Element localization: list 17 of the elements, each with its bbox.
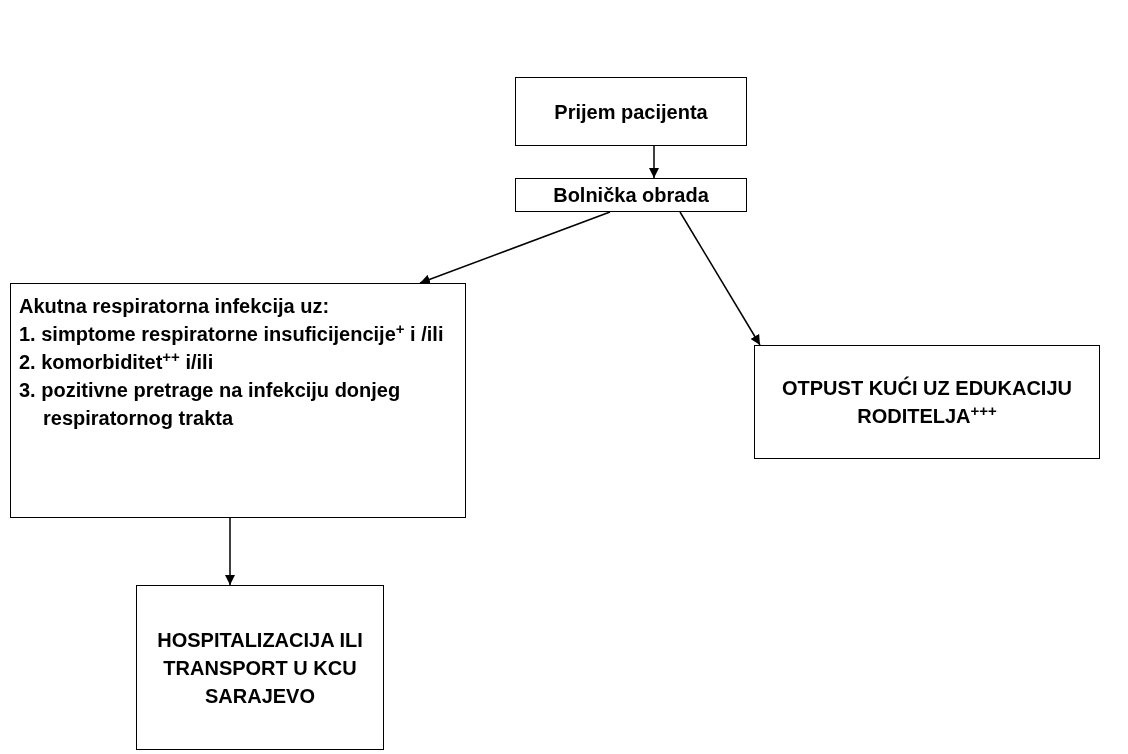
arrow [649, 145, 659, 179]
process-box [754, 345, 1100, 459]
box-text: Akutna respiratorna infekcija uz: [19, 294, 330, 319]
process-box [136, 585, 384, 750]
box-text: 1. simptome respiratorne insuficijencije$^{+}$ i /ili [19, 320, 444, 347]
box-text: 3. pozitivne pretrage na infekciju donjeg respiratornog trakta [19, 378, 402, 431]
process-box [10, 283, 466, 518]
box-text: Prijem pacijenta [554, 99, 708, 125]
process-box [515, 77, 747, 146]
process-box [515, 178, 747, 212]
arrow [419, 211, 611, 285]
box-text: 2. komorbiditet$^{++}$ i/ili [19, 348, 214, 375]
box-text: OTPUST KUĆI UZ EDUKACIJU RODITELJA$^{+++}$ [781, 375, 1073, 429]
arrow [679, 211, 761, 346]
box-text: HOSPITALIZACIJA ILI TRANSPORT U KCU SARAJEVO [156, 627, 364, 709]
arrow [225, 517, 235, 586]
box-text: Bolnička obrada [553, 183, 709, 208]
